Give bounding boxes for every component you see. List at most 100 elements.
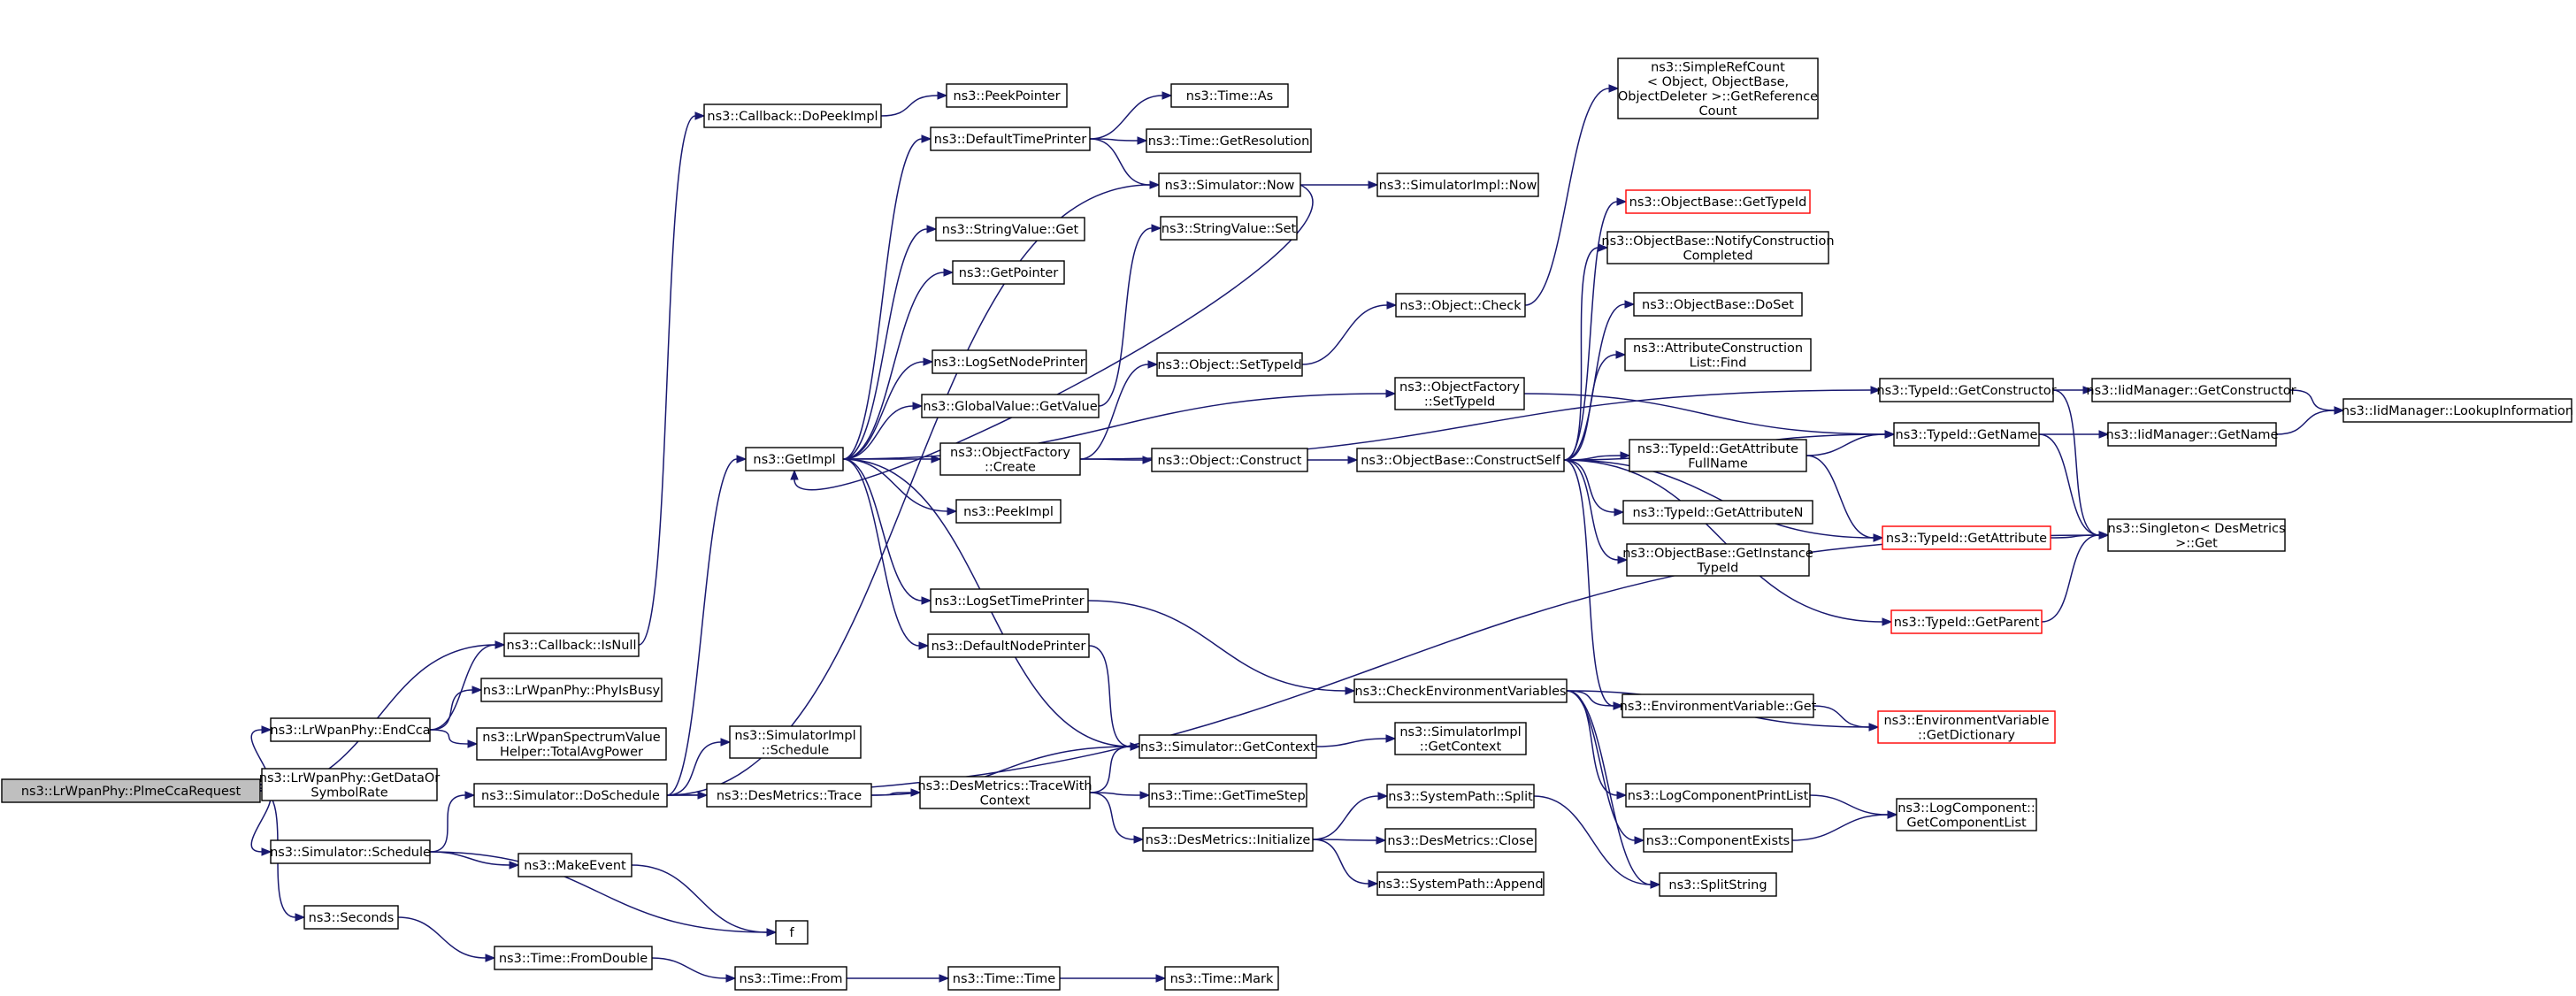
- node-simplerefcount[interactable]: ns3::SimpleRefCount< Object, ObjectBase,…: [1617, 57, 1819, 119]
- node-desmetricsclose[interactable]: ns3::DesMetrics::Close: [1384, 828, 1537, 853]
- edge-defaulttimeprinter-to-timeas: [1089, 91, 1173, 140]
- node-getimpl[interactable]: ns3::GetImpl: [745, 447, 844, 471]
- edge-arrowhead: [1368, 879, 1379, 888]
- node-constructself[interactable]: ns3::ObjectBase::ConstructSelf: [1356, 448, 1565, 472]
- node-objectbasegettypeid[interactable]: ns3::ObjectBase::GetTypeId: [1625, 189, 1811, 214]
- node-globalvaluegetvalue[interactable]: ns3::GlobalValue::GetValue: [921, 394, 1100, 418]
- node-componentexists[interactable]: ns3::ComponentExists: [1643, 828, 1793, 853]
- node-typeidgetattribute[interactable]: ns3::TypeId::GetAttribute: [1882, 525, 2051, 550]
- node-label: ns3::ObjectBase::DoSet: [1642, 298, 1794, 312]
- node-endcca[interactable]: ns3::LrWpanPhy::EndCca: [270, 717, 431, 742]
- node-typeidgetparent[interactable]: ns3::TypeId::GetParent: [1890, 609, 2043, 634]
- node-simimplschedule[interactable]: ns3::SimulatorImpl::Schedule: [729, 725, 862, 759]
- edge-arrowhead: [720, 738, 732, 747]
- node-label: Helper::TotalAvgPower: [500, 745, 643, 759]
- node-timegettimestep[interactable]: ns3::Time::GetTimeStep: [1148, 783, 1307, 808]
- edge-typeidgetparent-to-singletonget: [2041, 531, 2110, 623]
- node-objectbasedoset[interactable]: ns3::ObjectBase::DoSet: [1633, 292, 1803, 317]
- node-defaulttimeprinter[interactable]: ns3::DefaultTimePrinter: [930, 126, 1091, 151]
- node-systempathappend[interactable]: ns3::SystemPath::Append: [1376, 871, 1545, 896]
- node-logsettimeprinter[interactable]: ns3::LogSetTimePrinter: [930, 588, 1089, 613]
- edge-arrowhead: [1139, 791, 1151, 800]
- node-peekpointer[interactable]: ns3::PeekPointer: [946, 83, 1068, 108]
- node-simimplgetcontext[interactable]: ns3::SimulatorImpl::GetContext: [1394, 722, 1527, 755]
- node-label: ns3::DesMetrics::Initialize: [1146, 833, 1311, 847]
- node-envvarget[interactable]: ns3::EnvironmentVariable::Get: [1620, 693, 1817, 718]
- edge-arrowhead: [485, 954, 496, 962]
- node-seconds[interactable]: ns3::Seconds: [303, 905, 399, 930]
- edge-arrowhead: [261, 725, 272, 734]
- node-objectfactorycreate[interactable]: ns3::ObjectFactory::Create: [939, 442, 1081, 476]
- node-desmetricsinitialize[interactable]: ns3::DesMetrics::Initialize: [1142, 827, 1314, 852]
- node-fromdouble[interactable]: ns3::Time::FromDouble: [494, 946, 653, 970]
- node-label: ns3::GlobalValue::GetValue: [923, 400, 1097, 414]
- node-schedule[interactable]: ns3::Simulator::Schedule: [270, 839, 431, 864]
- node-f[interactable]: f: [775, 920, 809, 945]
- node-logcomponentprintlist[interactable]: ns3::LogComponentPrintList: [1625, 783, 1811, 808]
- node-makeevent[interactable]: ns3::MakeEvent: [518, 853, 632, 877]
- node-label: ns3::ObjectBase::GetTypeId: [1629, 195, 1807, 210]
- node-label: ns3::Time::GetTimeStep: [1150, 789, 1305, 803]
- edge-fromdouble-to-timefrom: [651, 957, 737, 983]
- node-splitstring[interactable]: ns3::SplitString: [1659, 872, 1777, 897]
- node-simulatornow[interactable]: ns3::Simulator::Now: [1158, 172, 1301, 197]
- edge-typeidgetconstructor-to-iidgetconstructor: [2053, 386, 2094, 395]
- edge-arrowhead: [261, 847, 272, 856]
- node-box: [775, 920, 809, 945]
- node-checkenv[interactable]: ns3::CheckEnvironmentVariables: [1353, 678, 1568, 703]
- node-physbusy[interactable]: ns3::LrWpanPhy::PhyIsBusy: [480, 678, 663, 702]
- node-objectfactorysettypeid[interactable]: ns3::ObjectFactory::SetTypeId: [1394, 377, 1525, 410]
- node-label: Count: [1698, 104, 1736, 119]
- node-box: [947, 966, 1061, 991]
- edge-arrowhead: [1620, 451, 1631, 460]
- node-desmetricstrace[interactable]: ns3::DesMetrics::Trace: [706, 783, 872, 808]
- node-iidgetconstructor[interactable]: ns3::IidManager::GetConstructor: [2086, 378, 2296, 402]
- node-doschedule[interactable]: ns3::Simulator::DoSchedule: [473, 783, 668, 808]
- node-stringvalueget[interactable]: ns3::StringValue::Get: [935, 217, 1085, 241]
- node-objectcheck[interactable]: ns3::Object::Check: [1395, 293, 1526, 318]
- node-objectconstruct[interactable]: ns3::Object::Construct: [1151, 448, 1308, 472]
- node-timefrom[interactable]: ns3::Time::From: [734, 966, 847, 991]
- edge-arrowhead: [1147, 360, 1159, 369]
- edge-doschedule-to-singletonget: [666, 531, 2110, 796]
- node-typeidgetconstructor[interactable]: ns3::TypeId::GetConstructor: [1876, 378, 2057, 402]
- node-typeidgetname[interactable]: ns3::TypeId::GetName: [1893, 422, 2040, 447]
- node-iidlookup[interactable]: ns3::IidManager::LookupInformation: [2342, 398, 2573, 423]
- node-timetime[interactable]: ns3::Time::Time: [947, 966, 1061, 991]
- node-iidgetname[interactable]: ns3::IidManager::GetName: [2106, 422, 2279, 447]
- node-isnull[interactable]: ns3::Callback::IsNull: [503, 632, 640, 657]
- node-notifyconstruction[interactable]: ns3::ObjectBase::NotifyConstructionCompl…: [1601, 231, 1835, 264]
- node-label: ::Create: [985, 460, 1036, 474]
- edge-timefrom-to-timetime: [847, 974, 950, 983]
- node-stringvalueset[interactable]: ns3::StringValue::Set: [1160, 216, 1298, 241]
- node-objectsettypeid[interactable]: ns3::Object::SetTypeId: [1156, 352, 1303, 377]
- node-simimplnow[interactable]: ns3::SimulatorImpl::Now: [1376, 172, 1539, 197]
- node-getcomponentlist[interactable]: ns3::LogComponent::GetComponentList: [1896, 798, 2037, 831]
- node-timegetresolution[interactable]: ns3::Time::GetResolution: [1146, 128, 1312, 153]
- node-systempathsplit[interactable]: ns3::SystemPath::Split: [1386, 784, 1535, 808]
- edge-arrowhead: [2334, 406, 2345, 415]
- node-label: ns3::Object::Check: [1399, 299, 1522, 313]
- node-box: [476, 727, 667, 761]
- node-defaultnodeprinter[interactable]: ns3::DefaultNodePrinter: [927, 633, 1090, 658]
- node-root[interactable]: ns3::LrWpanPhy::PlmeCcaRequest: [1, 778, 261, 803]
- node-simulatorgetcontext[interactable]: ns3::Simulator::GetContext: [1138, 734, 1317, 759]
- edge-arrowhead: [1386, 301, 1398, 310]
- node-logsetnodeprinter[interactable]: ns3::LogSetNodePrinter: [932, 349, 1087, 374]
- node-singletonget[interactable]: ns3::Singleton< DesMetrics >::Get: [2107, 518, 2286, 552]
- node-peekimpl[interactable]: ns3::PeekImpl: [955, 499, 1062, 524]
- node-getpointer[interactable]: ns3::GetPointer: [952, 260, 1065, 285]
- edge-arrowhead: [1624, 300, 1636, 309]
- node-timeas[interactable]: ns3::Time::As: [1170, 83, 1289, 108]
- node-getattributen[interactable]: ns3::TypeId::GetAttributeN: [1622, 500, 1813, 525]
- node-dopeekimpl[interactable]: ns3::Callback::DoPeekImpl: [703, 103, 882, 128]
- node-envgetdictionary[interactable]: ns3::EnvironmentVariable::GetDictionary: [1877, 710, 2056, 744]
- node-totalavg[interactable]: ns3::LrWpanSpectrumValueHelper::TotalAvg…: [476, 727, 667, 761]
- node-timemark[interactable]: ns3::Time::Mark: [1164, 966, 1279, 991]
- edge-constructself-to-notifyconstruction: [1563, 243, 1609, 461]
